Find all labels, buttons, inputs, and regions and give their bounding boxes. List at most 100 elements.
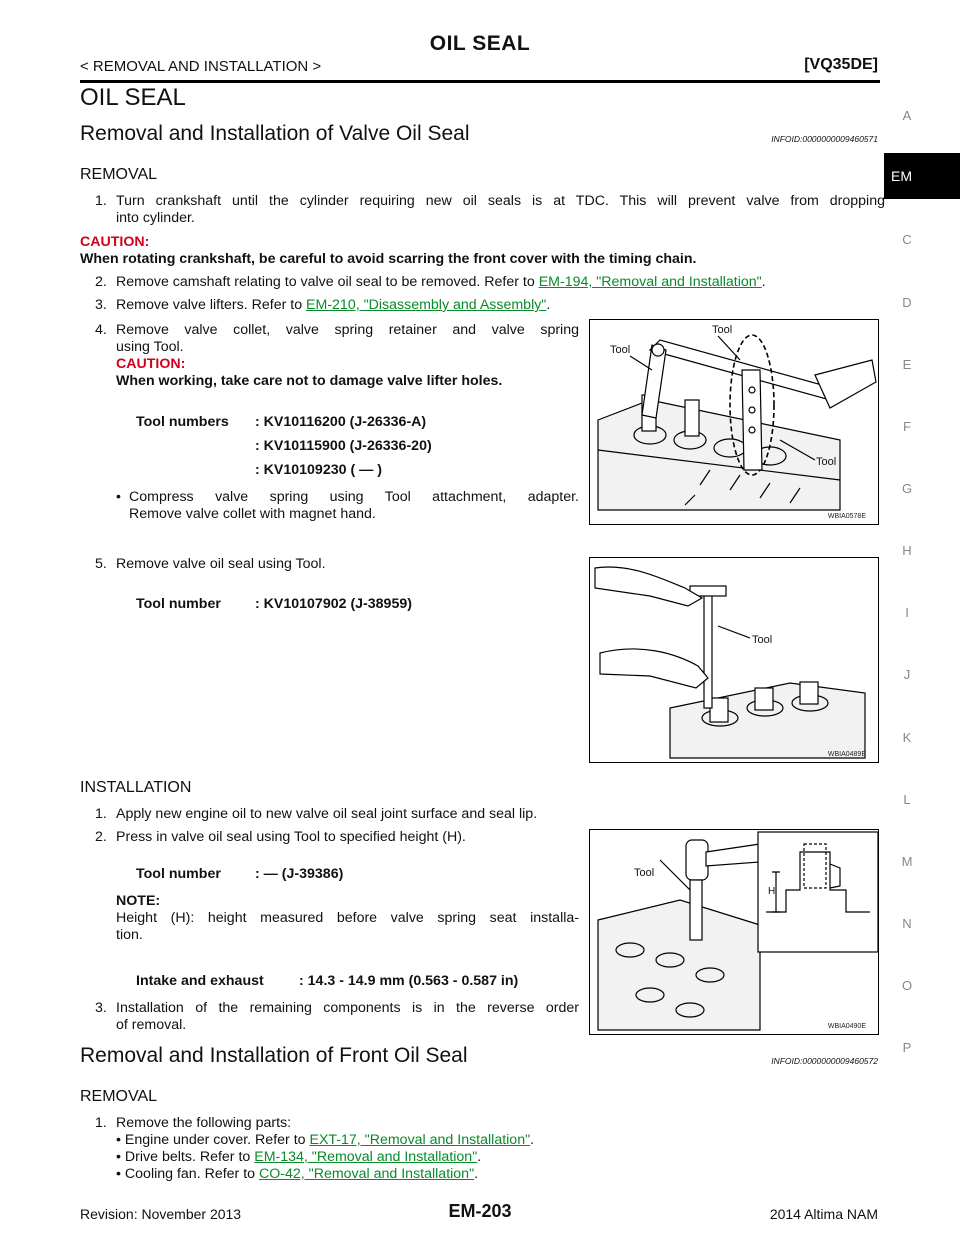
- tool-label: Tool number: [136, 596, 221, 612]
- spec-value: : 14.3 - 14.9 mm (0.563 - 0.587 in): [299, 973, 519, 989]
- removal-heading: REMOVAL: [80, 166, 158, 183]
- list-item: • Cooling fan. Refer to CO-42, "Removal …: [95, 1166, 885, 1183]
- side-tab-em-active[interactable]: EM: [884, 153, 960, 199]
- install-step-3: 3. Installation of the remaining compone…: [95, 1000, 579, 1034]
- tool-number-install: Tool number: — (J-39386): [136, 862, 343, 886]
- side-tab-l[interactable]: L: [903, 792, 911, 807]
- removal-step-2: 2. Remove camshaft relating to valve oil…: [95, 274, 885, 291]
- side-tab-p[interactable]: P: [902, 1040, 912, 1055]
- figure-code: WBIA0489E: [827, 751, 866, 758]
- link-em-210[interactable]: EM-210, "Disassembly and Assembly": [306, 297, 547, 313]
- figure-code: WBIA0578E: [827, 513, 866, 520]
- side-tab-k[interactable]: K: [902, 730, 912, 745]
- side-tab-m[interactable]: M: [901, 854, 913, 869]
- link-em-194[interactable]: EM-194, "Removal and Installation": [538, 274, 762, 290]
- side-tab-g[interactable]: G: [901, 481, 913, 496]
- period: .: [761, 274, 766, 290]
- step-number: 1.: [95, 806, 107, 822]
- side-tab-d[interactable]: D: [902, 295, 912, 310]
- header-section: < REMOVAL AND INSTALLATION >: [80, 58, 322, 75]
- tool-numbers-block: Tool numbers : KV10116200 (J-26336-A) : K…: [136, 410, 432, 482]
- figure-label-tool: Tool: [634, 867, 655, 879]
- side-tab-j[interactable]: J: [903, 667, 911, 682]
- figure-oil-seal-puller: Tool WBIA0489E: [589, 557, 879, 763]
- side-tab-e[interactable]: E: [902, 357, 912, 372]
- header-engine: [VQ35DE]: [804, 56, 878, 73]
- step-text: Remove valve oil seal using Tool.: [116, 556, 326, 572]
- side-tab-f[interactable]: F: [903, 419, 911, 434]
- side-tab-c[interactable]: C: [902, 232, 912, 247]
- bullet: •: [116, 1132, 121, 1148]
- step-text: Apply new engine oil to new valve oil se…: [116, 806, 538, 822]
- item-text: Engine under cover. Refer to: [124, 1132, 310, 1148]
- install-step-1: 1. Apply new engine oil to new valve oil…: [95, 806, 885, 823]
- step-number: 3.: [95, 1000, 107, 1016]
- figure-valve-spring-compressor: Tool Tool Tool WBIA0578E: [589, 319, 879, 525]
- side-tab-i[interactable]: I: [905, 605, 909, 620]
- link-co-42[interactable]: CO-42, "Removal and Installation": [259, 1166, 475, 1182]
- side-tab-h[interactable]: H: [902, 543, 912, 558]
- caution-label: CAUTION:: [80, 234, 150, 250]
- step-text: of removal.: [116, 1017, 187, 1033]
- spec-label: Intake and exhaust: [136, 973, 264, 989]
- period: .: [546, 297, 551, 313]
- figure-label-tool-left: Tool: [610, 344, 631, 356]
- tool-value: : KV10115900 (J-26336-20): [255, 438, 432, 454]
- footer-revision: Revision: November 2013: [80, 1206, 242, 1222]
- link-em-134[interactable]: EM-134, "Removal and Installation": [254, 1149, 478, 1165]
- step-number: 2.: [95, 829, 107, 845]
- period: .: [474, 1166, 479, 1182]
- step-text: Remove the following parts:: [116, 1115, 292, 1131]
- valve-spring-compressor-illustration: [597, 334, 877, 511]
- step-text: into cylinder.: [116, 210, 195, 226]
- list-item: • Drive belts. Refer to EM-134, "Removal…: [95, 1149, 885, 1166]
- side-tab-a[interactable]: A: [902, 108, 912, 123]
- step-number: 5.: [95, 556, 107, 572]
- header-title: OIL SEAL: [429, 32, 531, 55]
- installation-heading: INSTALLATION: [80, 779, 192, 796]
- footer-model: 2014 Altima NAM: [769, 1206, 878, 1222]
- step-text: Remove valve collet, valve spring retain…: [116, 322, 579, 338]
- step-text: Remove camshaft relating to valve oil se…: [116, 274, 539, 290]
- figure-label-tool-top: Tool: [712, 324, 733, 336]
- figure-label-tool-right: Tool: [816, 456, 837, 468]
- removal-step-1: 1. Turn crankshaft until the cylinder re…: [95, 193, 885, 227]
- front-seal-heading: Removal and Installation of Front Oil Se…: [80, 1044, 468, 1067]
- tool-value: : KV10116200 (J-26336-A): [255, 414, 427, 430]
- side-tab-o[interactable]: O: [901, 978, 913, 993]
- figure-oil-seal-installer: Tool H WBIA0490E: [589, 829, 879, 1035]
- caution-label: CAUTION:: [116, 356, 186, 372]
- bullet-text: Remove valve collet with magnet hand.: [129, 506, 376, 522]
- bullet: •: [116, 1166, 121, 1182]
- note-text: Height (H): height measured before valve…: [116, 910, 579, 926]
- step-number: 1.: [95, 193, 107, 209]
- bullet: •: [116, 1149, 121, 1165]
- side-tab-n[interactable]: N: [902, 916, 912, 931]
- page-heading: OIL SEAL: [80, 84, 186, 111]
- step-text: Press in valve oil seal using Tool to sp…: [116, 829, 466, 845]
- figure-label-h: H: [768, 886, 776, 897]
- oil-seal-installer-illustration: [597, 831, 878, 1031]
- item-text: Drive belts. Refer to: [124, 1149, 255, 1165]
- install-step-2: 2. Press in valve oil seal using Tool to…: [95, 829, 885, 846]
- link-ext-17[interactable]: EXT-17, "Removal and Installation": [309, 1132, 531, 1148]
- tool-value: : — (J-39386): [255, 866, 344, 882]
- caution-text: When working, take care not to damage va…: [116, 373, 503, 389]
- front-seal-infoid: INFOID:0000000009460572: [771, 1056, 878, 1066]
- removal-step-3: 3. Remove valve lifters. Refer to EM-210…: [95, 297, 885, 314]
- header-rule: [80, 80, 880, 83]
- list-item: • Engine under cover. Refer to EXT-17, "…: [95, 1132, 885, 1149]
- valve-seal-infoid: INFOID:0000000009460571: [771, 134, 878, 144]
- tool-number-step5: Tool number : KV10107902 (J-38959): [136, 592, 412, 616]
- oil-seal-puller-illustration: [594, 566, 866, 759]
- tool-value: : KV10107902 (J-38959): [255, 596, 412, 612]
- tool-value: : KV10109230 ( — ): [255, 462, 382, 478]
- figure-label-tool: Tool: [752, 634, 773, 646]
- valve-seal-heading: Removal and Installation of Valve Oil Se…: [80, 122, 470, 145]
- step-text: Installation of the remaining components…: [116, 1000, 579, 1016]
- step-text: Remove valve lifters. Refer to: [116, 297, 307, 313]
- step-number: 4.: [95, 322, 107, 338]
- figure-code: WBIA0490E: [827, 1023, 866, 1030]
- front-step-1: 1. Remove the following parts: • Engine …: [95, 1115, 885, 1183]
- tool-label: Tool numbers: [136, 414, 229, 430]
